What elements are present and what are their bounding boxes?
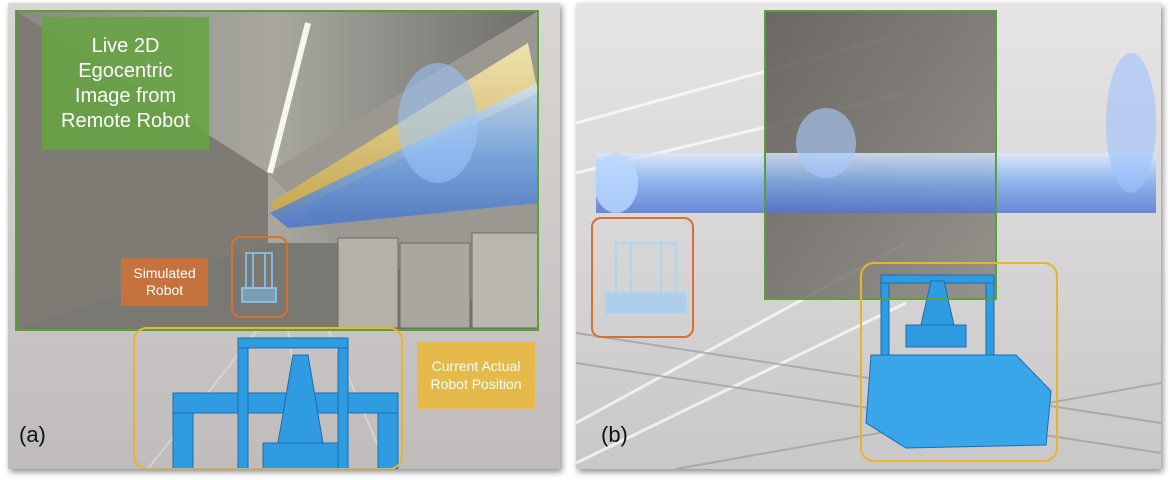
live-image-label: Live 2D Egocentric Image from Remote Rob… bbox=[61, 34, 190, 132]
tunnel-scene-b bbox=[576, 3, 1161, 469]
panel-b: (b) bbox=[576, 3, 1161, 469]
simulated-robot-model-b bbox=[605, 242, 687, 314]
tunnel-scene-a bbox=[8, 3, 560, 469]
live-image-callout: Live 2D Egocentric Image from Remote Rob… bbox=[42, 17, 209, 150]
actual-position-label: Current Actual Robot Position bbox=[430, 358, 522, 392]
panel-a: Live 2D Egocentric Image from Remote Rob… bbox=[8, 3, 560, 469]
actual-robot-frame bbox=[133, 327, 403, 469]
actual-robot-frame-b bbox=[860, 262, 1058, 462]
actual-robot-model-b bbox=[865, 274, 1052, 449]
simulated-robot-frame-b bbox=[591, 217, 694, 338]
live-image-frame bbox=[15, 10, 539, 331]
panel-b-label: (b) bbox=[601, 422, 628, 447]
simulated-robot-label: Simulated Robot bbox=[133, 264, 196, 299]
simulated-robot-callout: Simulated Robot bbox=[121, 258, 208, 306]
simulated-robot-model bbox=[241, 252, 277, 303]
camera-plane-frame bbox=[764, 10, 997, 300]
panel-a-label: (a) bbox=[19, 422, 46, 447]
simulated-robot-frame bbox=[231, 236, 288, 318]
actual-position-callout: Current Actual Robot Position bbox=[417, 342, 535, 409]
actual-robot-model bbox=[172, 337, 399, 469]
